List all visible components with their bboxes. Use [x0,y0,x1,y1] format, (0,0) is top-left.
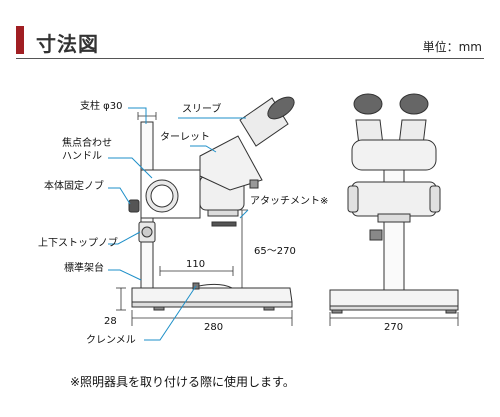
turret-label: ターレット [160,132,210,143]
title-divider [16,58,484,59]
title-bar: 寸法図 単位：mm [16,20,486,64]
sleeve-label: スリーブ [182,104,222,115]
base-frame-label: 標準架台 [64,263,104,274]
stop-knob-label: 上下ストップノブ [38,238,118,249]
body-knob-label: 本体固定ノブ [44,181,104,192]
focus-handle-label-2: ハンドル [62,151,102,162]
side-view [128,96,295,311]
dimension-280: 280 [204,322,224,333]
clamp-label: クレンメル [86,335,136,346]
unit-label: 単位：mm [422,40,482,54]
dimension-110: 110 [186,259,206,270]
front-dimension-lines [329,312,459,326]
attachment-label: アタッチメント※ [250,196,329,207]
dimension-65-270: 65～270 [254,246,296,257]
footnote: ※照明器具を取り付ける際に使用します。 [70,375,295,389]
dimension-270: 270 [384,322,404,333]
title-accent-bar [16,26,24,54]
dimension-28: 28 [104,316,117,327]
pillar-label: 支柱 φ30 [80,101,123,112]
side-dimension-lines [116,112,293,326]
front-view [329,93,459,314]
focus-handle-label-1: 焦点合わせ [62,138,112,149]
page-title: 寸法図 [36,32,99,56]
leader-lines [108,107,249,341]
